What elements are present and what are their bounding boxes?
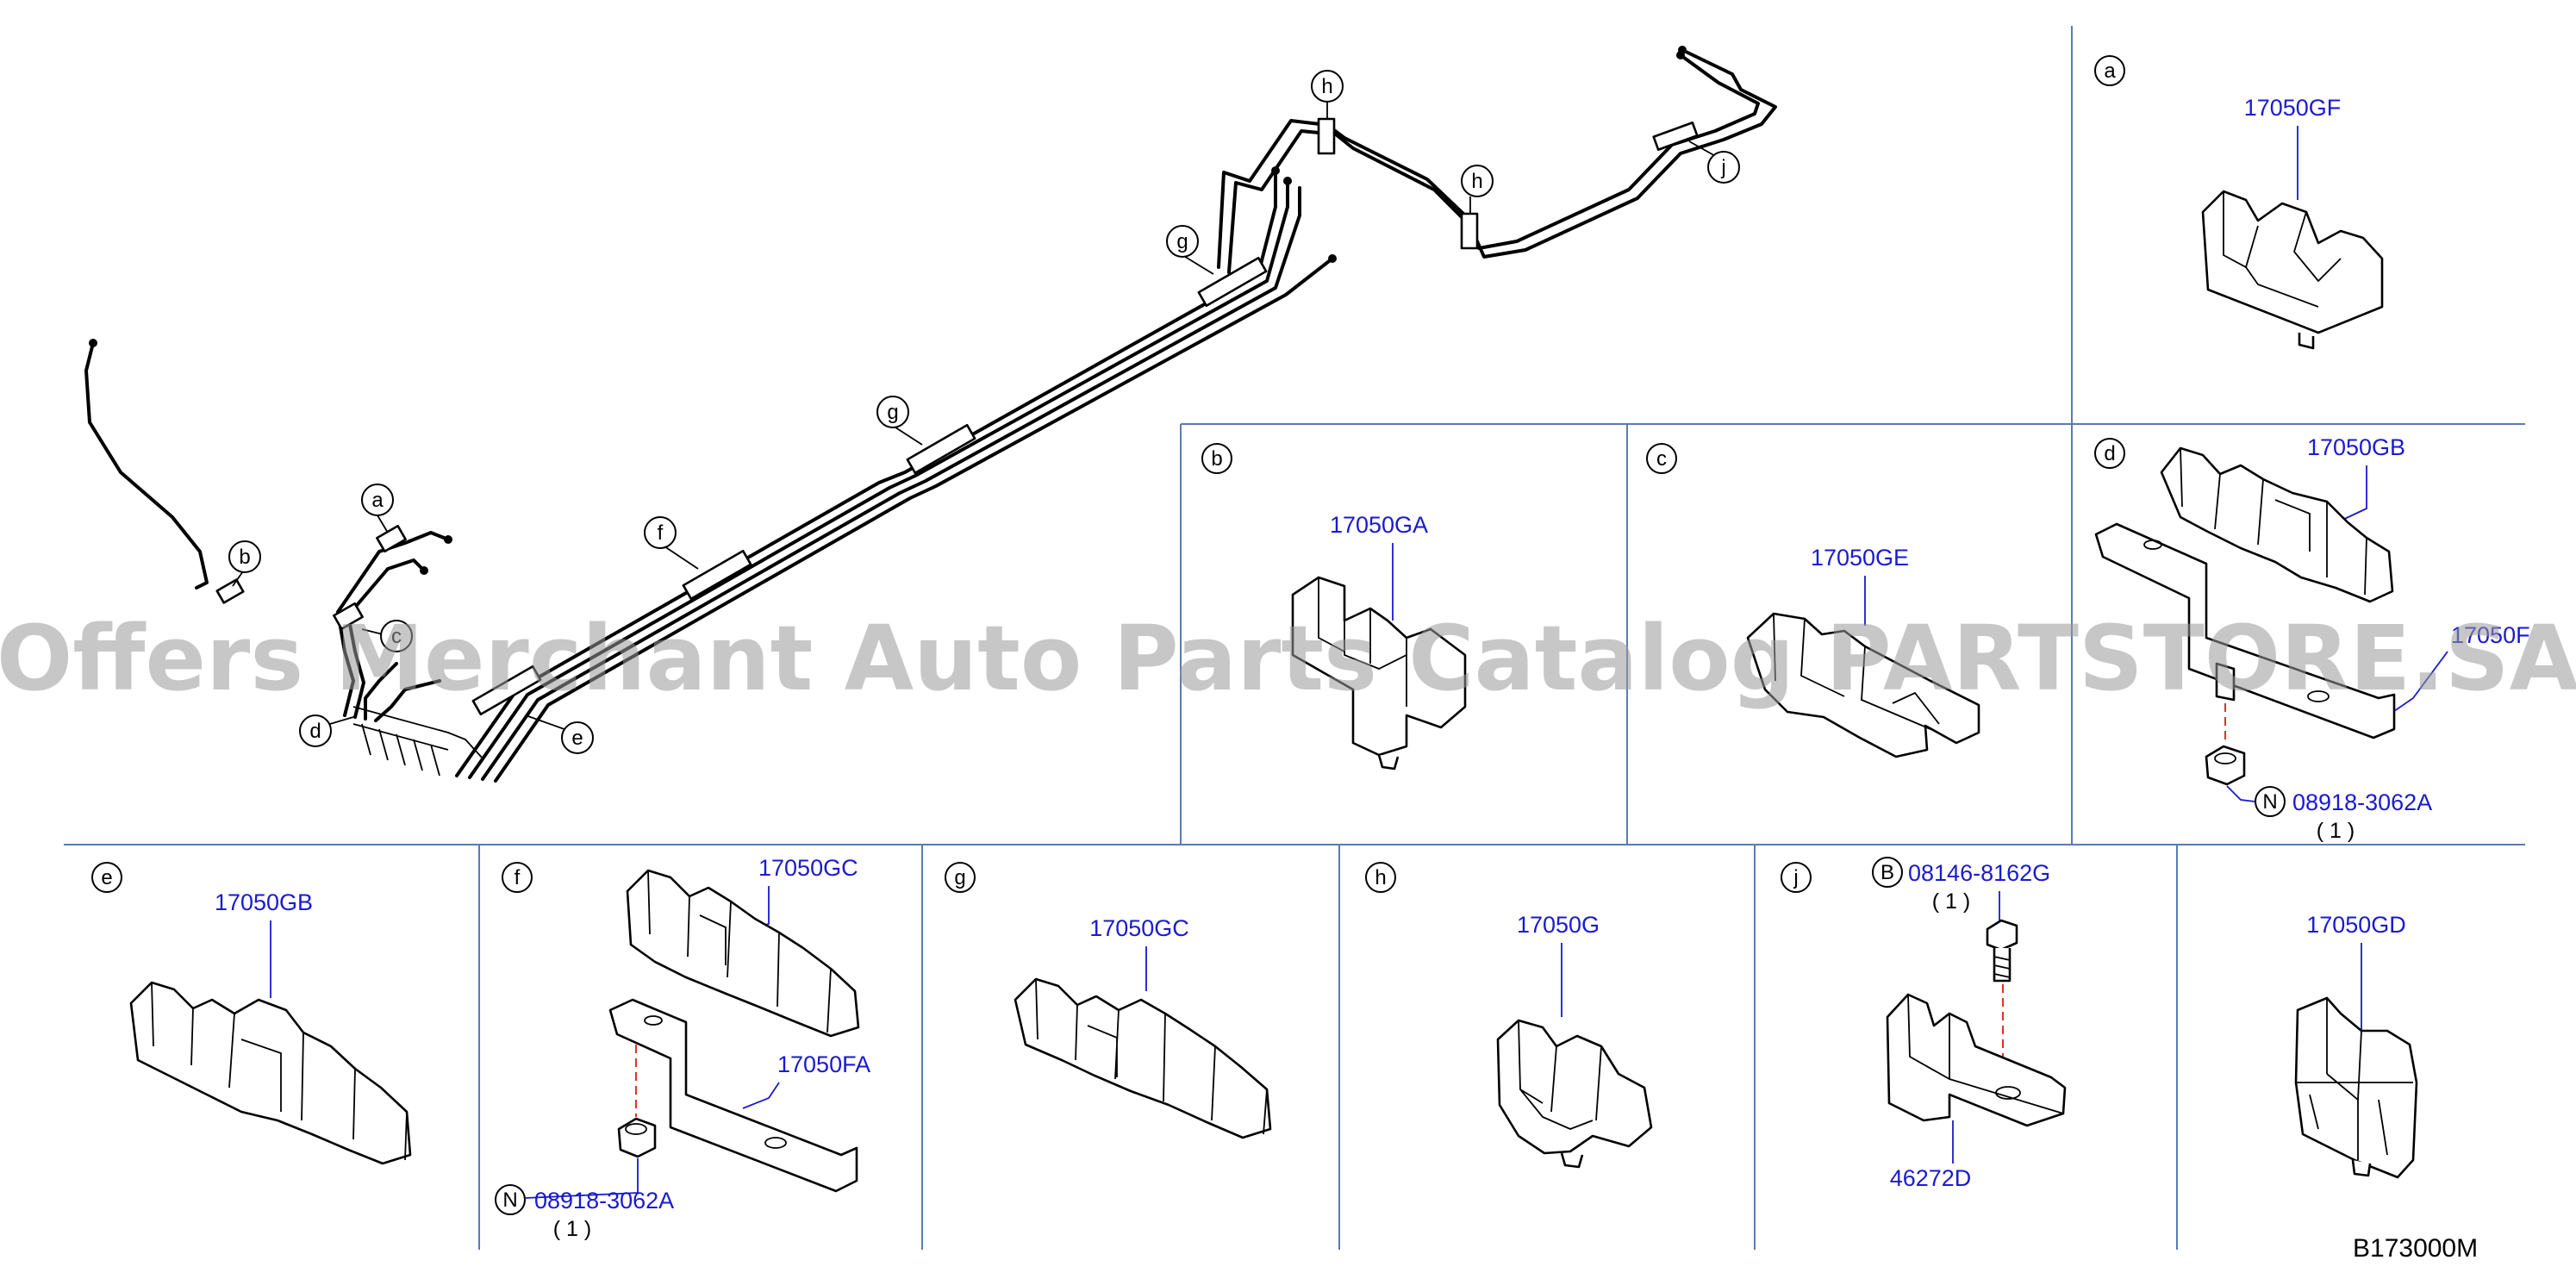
part-17050GD[interactable]: 17050GD [2306,912,2406,938]
clip-17050GE [1746,612,1980,758]
part-17050GC-g[interactable]: 17050GC [1089,915,1189,941]
callout-j: j [1720,156,1725,179]
part-17050GB-e[interactable]: 17050GB [215,889,313,915]
qty-bolt-j: ( 1 ) [1932,889,1970,914]
clip-17050GB-d [2160,446,2394,603]
bracket-46272D [1886,993,2067,1127]
panel-grid [64,26,2525,1250]
panel-a-letter: a [2104,59,2116,83]
diagram-code: B173000M [2353,1234,2478,1263]
clip-17050GA [1291,576,1467,771]
nut-prefix-f: N [502,1189,517,1212]
panel-k: 17050GD [2294,912,2418,1179]
panel-b-letter: b [1211,447,1222,471]
panel-g: g 17050GC [945,862,1272,1139]
part-17050GF[interactable]: 17050GF [2244,95,2342,121]
part-17050G[interactable]: 17050G [1517,912,1600,938]
panel-h: h 17050G [1365,862,1653,1169]
clip-17050G [1496,1019,1653,1169]
assembly-callouts: a b c d e f g g h h j [228,70,1740,754]
panel-e: e 17050GB [91,862,412,1165]
qty-nut-f: ( 1 ) [553,1217,591,1241]
callout-d: d [309,720,321,743]
bolt-08146-8162G [1986,919,2018,983]
part-17050FA[interactable]: 17050FA [777,1051,870,1077]
bracket-17050FA [608,998,858,1193]
part-17050F[interactable]: 17050F [2451,622,2530,648]
panel-j-letter: j [1793,866,1798,889]
panel-f-letter: f [515,866,521,889]
panel-h-letter: h [1375,866,1386,889]
callout-f: f [658,521,664,545]
watermark: Offers Merchant Auto Parts Catalog PARTS… [0,606,2576,711]
callout-h-lower: h [1471,170,1482,193]
panel-f: f 17050GC 17050FA N 08918-3062A ( 1 ) [495,855,870,1241]
bracket-17050F [2094,522,2396,739]
nut-08918-3062A-f [617,1117,657,1158]
callout-b: b [239,546,250,569]
qty-nut-d: ( 1 ) [2317,819,2355,843]
panel-j: j B 08146-8162G ( 1 ) 46272D [1781,857,2067,1191]
callout-e: e [571,727,583,750]
brake-pipe-assembly [84,46,1777,783]
part-08918-3062A-d[interactable]: 08918-3062A [2292,789,2432,815]
part-17050GE[interactable]: 17050GE [1811,545,1909,571]
callout-g-front: g [887,401,898,424]
part-17050GC[interactable]: 17050GC [758,855,858,881]
panel-a: a 17050GF [2094,55,2384,350]
callout-g-rear: g [1176,230,1188,253]
clip-17050GF [2201,190,2384,350]
panel-c: c 17050GE [1646,443,1980,758]
part-08918-3062A-f[interactable]: 08918-3062A [534,1188,674,1213]
part-17050GB-d[interactable]: 17050GB [2307,434,2405,460]
clip-17050GC-f [626,869,860,1038]
clip-17050GB-e [129,981,412,1165]
panel-e-letter: e [101,866,112,889]
part-17050GA[interactable]: 17050GA [1330,512,1428,538]
panel-d-letter: d [2104,442,2115,465]
panel-b: b 17050GA [1201,443,1467,771]
part-08146-8162G[interactable]: 08146-8162G [1908,860,2050,886]
panel-d: d 17050GB 17050F N 08918-3062A ( 1 ) [2094,434,2530,843]
callout-h-upper: h [1321,75,1332,98]
callout-c: c [391,625,402,648]
clip-17050GD [2294,996,2418,1179]
nut-08918-3062A-d [2205,745,2246,786]
panel-c-letter: c [1656,447,1667,471]
callout-a: a [371,489,384,512]
part-46272D[interactable]: 46272D [1890,1165,1972,1191]
nut-prefix-d: N [2262,790,2277,814]
clip-17050GC-g [1014,977,1272,1139]
bolt-prefix-j: B [1881,861,1894,884]
panel-g-letter: g [954,866,965,889]
